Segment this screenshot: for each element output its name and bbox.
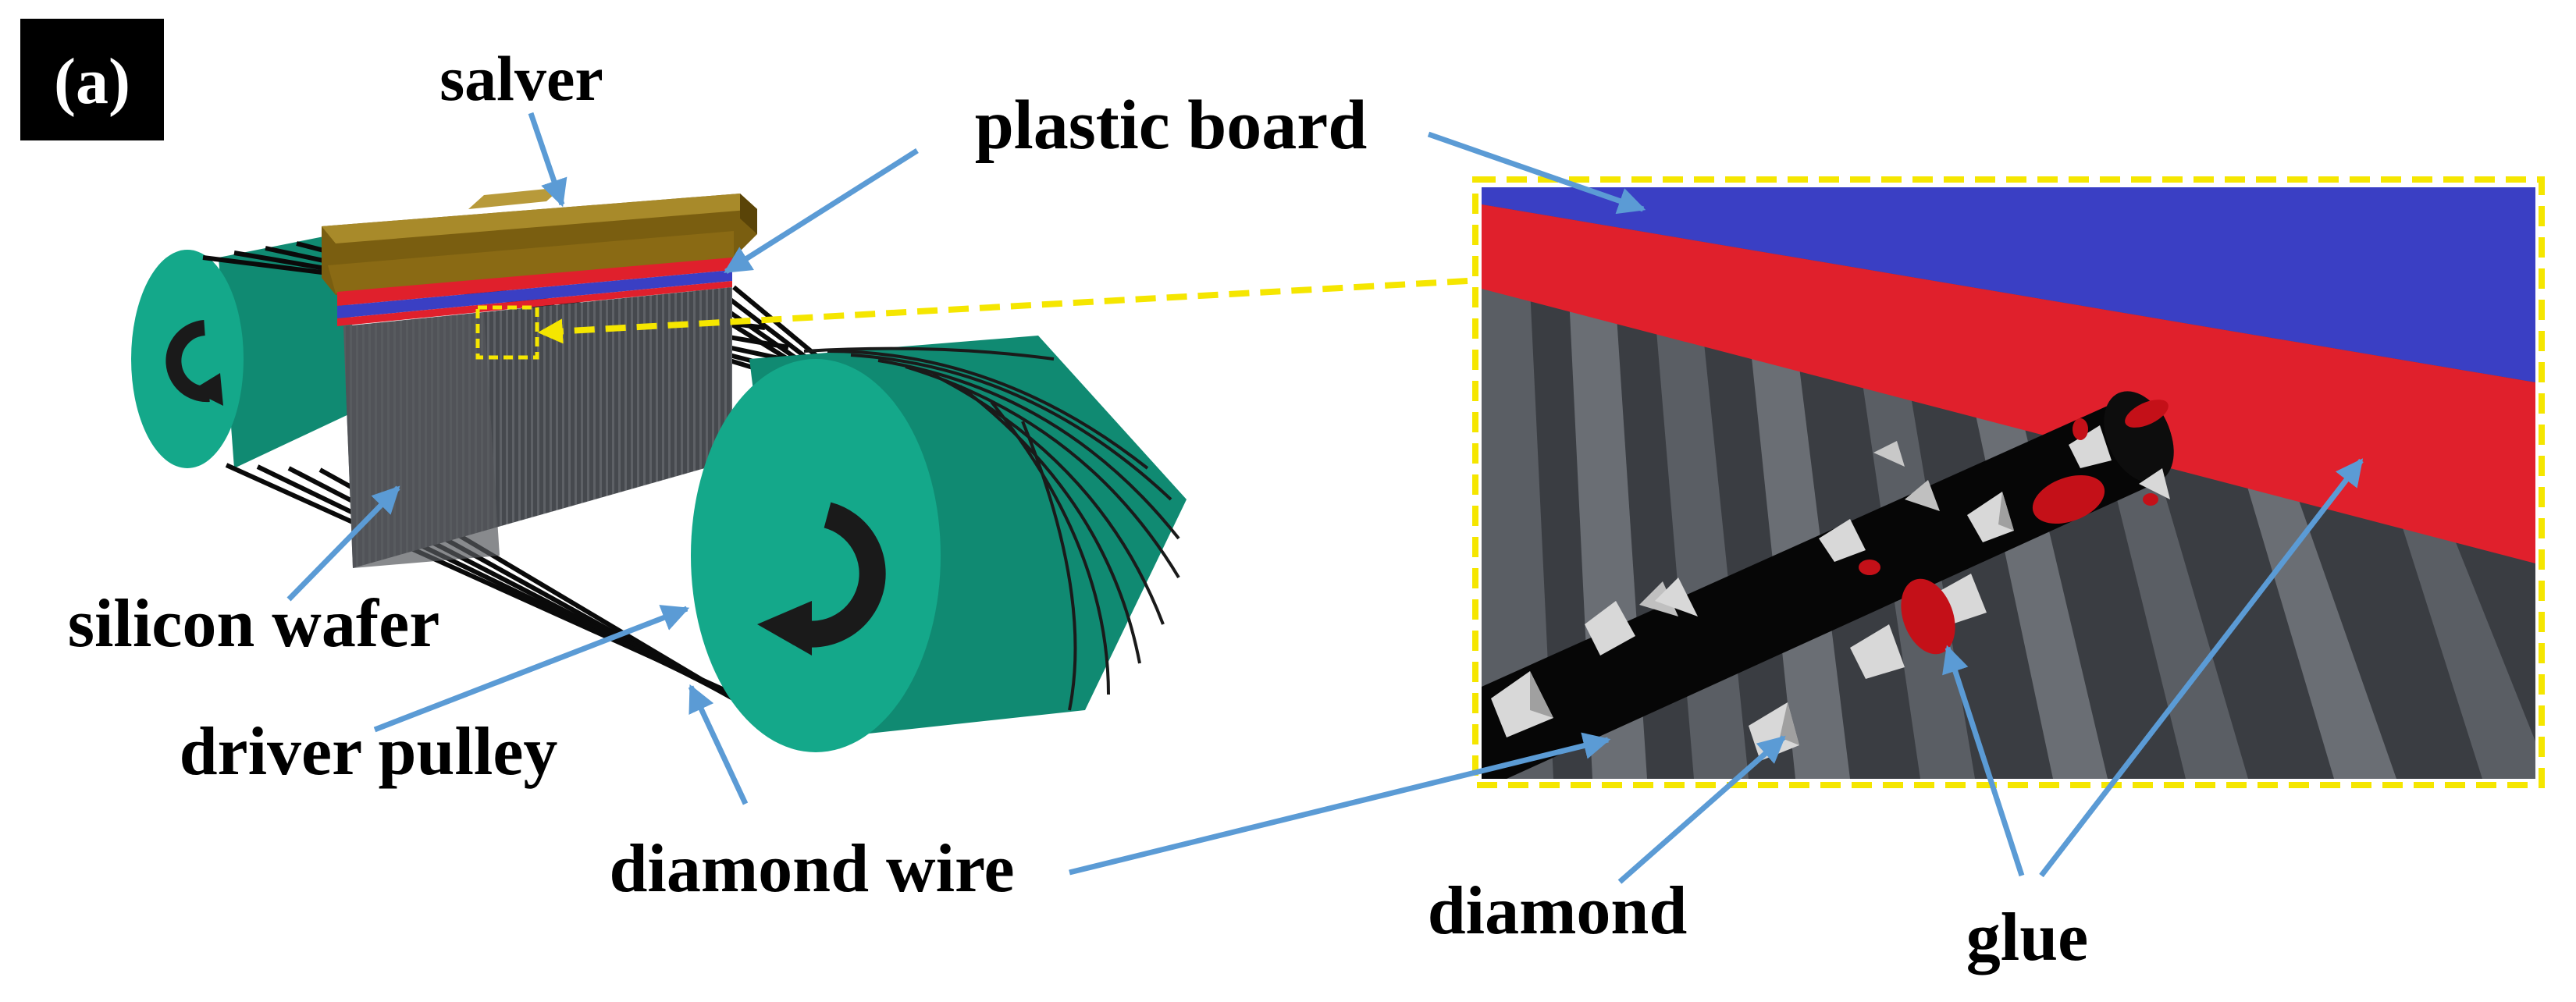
callout-arrows [286,112,2364,884]
glue-arrow-2 [2039,458,2364,878]
plastic-board-arrow [724,148,919,274]
zoom-glue-spots [1859,400,2169,655]
wire-saw-machine [131,187,1187,752]
zoom-view [1472,176,2545,788]
front-pulley [691,336,1187,752]
salver-arrow [528,112,568,208]
plastic-board-strips [337,258,732,326]
label-silicon-wafer: silicon wafer [68,586,440,662]
diamond-arrow [1617,735,1786,884]
salver-block [322,187,757,295]
plastic-board-zoom-arrow [1427,131,1646,215]
label-glue: glue [1966,900,2088,975]
rotation-arrow-icon [165,320,210,403]
label-diamond-wire: diamond wire [609,831,1014,907]
rotation-arrow-icon [792,502,886,648]
label-driver-pulley: driver pulley [180,714,558,790]
zoom-source-box [475,305,539,360]
back-pulley [131,234,367,468]
label-plastic-board: plastic board [975,87,1368,164]
labels: salver plastic board silicon wafer drive… [68,43,2089,975]
zoom-plastic-board-red [1482,204,2535,563]
zoom-plastic-board-blue [1482,187,2535,382]
diamond-wire-zoom-arrow [1069,732,1611,876]
diamond-wire-arrow [688,684,749,805]
zoom-frame [1472,176,2545,788]
glue-arrow-1 [1942,645,2025,877]
silicon-wafer-arrow [286,485,400,602]
label-salver: salver [439,43,603,114]
panel-label-text: (a) [54,45,130,118]
label-diamond: diamond [1428,873,1688,949]
zoom-diamonds [1491,425,2170,761]
panel-label: (a) [20,19,164,140]
driver-pulley-arrow [373,605,690,733]
